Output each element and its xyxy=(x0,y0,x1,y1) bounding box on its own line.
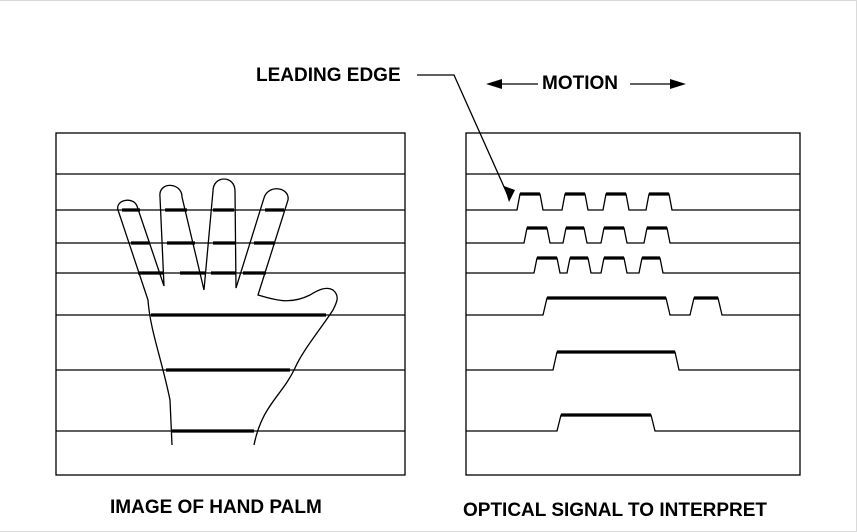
hand-palm-caption: IMAGE OF HAND PALM xyxy=(110,497,322,518)
hand-outline xyxy=(117,178,338,446)
motion-arrow-right-head xyxy=(670,79,686,89)
signal-row-6 xyxy=(466,414,800,432)
signal-highlights xyxy=(520,192,718,417)
leading-edge-label: LEADING EDGE xyxy=(256,65,401,86)
signal-row-4 xyxy=(466,297,800,316)
leading-edge-arrowhead xyxy=(504,186,515,202)
signal-row-1 xyxy=(466,193,800,211)
signal-row-2 xyxy=(466,227,800,244)
hand-stripes xyxy=(122,208,326,433)
signal-row-5 xyxy=(466,351,800,371)
signal-row-3 xyxy=(466,257,800,274)
leading-edge-pointer xyxy=(417,74,510,199)
left-panel-frame xyxy=(55,132,406,476)
motion-label: MOTION xyxy=(542,73,618,94)
optical-signal-caption: OPTICAL SIGNAL TO INTERPRET xyxy=(463,500,768,521)
motion-arrow-left-head xyxy=(486,79,502,89)
left-scan-lines xyxy=(56,173,405,432)
right-panel-frame xyxy=(465,132,801,476)
